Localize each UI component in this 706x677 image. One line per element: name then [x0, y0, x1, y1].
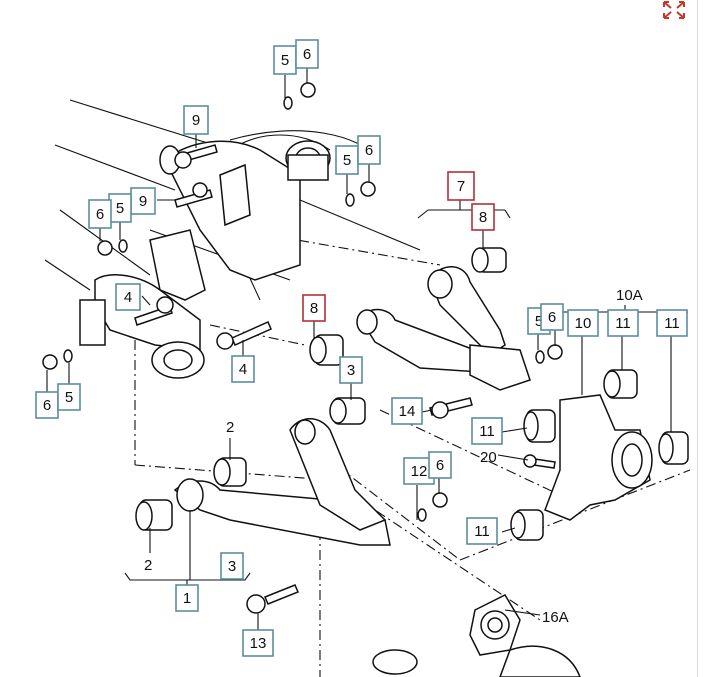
callout-number: 6 [303, 46, 311, 63]
callout-number: 6 [96, 206, 104, 223]
callout-number: 11 [479, 423, 495, 440]
panel-border [697, 0, 698, 677]
callout-box [183, 105, 209, 135]
callout-number: 9 [139, 193, 147, 210]
callout-box [391, 397, 423, 425]
callout-number: 10 [575, 315, 592, 332]
expand-arrows-icon [663, 1, 685, 19]
callout-number: 6 [548, 309, 556, 326]
bearing-flange [372, 594, 581, 677]
callout-5: 5 [57, 383, 81, 411]
callout-number: 8 [310, 300, 318, 317]
expand-button[interactable] [662, 0, 686, 20]
callout-number: 5 [281, 52, 289, 69]
callout-1: 1 [175, 584, 199, 612]
subframe [79, 140, 301, 351]
label-2-lower: 2 [144, 557, 152, 574]
label-20: 20 [480, 449, 497, 466]
callout-4: 4 [115, 283, 141, 311]
callout-number: 11 [615, 315, 631, 332]
label-2-upper: 2 [226, 419, 234, 436]
callout-number: 5 [65, 389, 73, 406]
callout-3: 3 [220, 552, 244, 580]
callout-7: 7 [447, 171, 475, 201]
callout-9: 9 [183, 105, 209, 135]
callout-number: 6 [365, 142, 373, 159]
callout-box [357, 135, 381, 165]
callout-number: 3 [228, 558, 236, 575]
callout-4: 4 [231, 355, 255, 383]
callout-number: 7 [457, 178, 465, 195]
lower-control-arm [135, 418, 391, 546]
callout-number: 4 [124, 289, 132, 306]
bushings [309, 334, 366, 425]
callout-11: 11 [656, 309, 688, 337]
callout-6: 6 [88, 199, 112, 229]
callout-10: 10 [567, 309, 599, 337]
callout-box [656, 309, 688, 337]
callout-box [540, 303, 564, 331]
callout-box [231, 355, 255, 383]
label-10a: 10A [616, 287, 643, 304]
callout-11: 11 [471, 417, 503, 445]
callout-box [175, 584, 199, 612]
bush-mounts [151, 140, 331, 379]
callout-number: 6 [436, 457, 444, 474]
wheel-bearing-housing [510, 369, 689, 541]
nuts-washers [42, 82, 563, 522]
callout-5: 5 [273, 45, 297, 75]
callout-6: 6 [35, 391, 59, 419]
callout-number: 6 [43, 397, 51, 414]
callout-box [115, 283, 141, 311]
callout-number: 5 [116, 200, 124, 217]
callout-9: 9 [130, 187, 156, 215]
callout-11: 11 [607, 309, 639, 337]
callout-6: 6 [357, 135, 381, 165]
callout-box [295, 39, 319, 69]
callout-number: 11 [474, 523, 490, 540]
bolts [134, 144, 556, 614]
callout-5: 5 [108, 193, 132, 223]
callout-8: 8 [302, 294, 326, 322]
callout-6: 6 [295, 39, 319, 69]
callout-number: 8 [479, 209, 487, 226]
callout-box [57, 383, 81, 411]
callout-13: 13 [242, 629, 274, 657]
callout-6: 6 [428, 451, 452, 479]
callout-6: 6 [540, 303, 564, 331]
callout-box [607, 309, 639, 337]
label-16a: 16A [542, 609, 569, 626]
callout-number: 12 [411, 463, 428, 480]
callout-box [242, 629, 274, 657]
callout-11: 11 [466, 517, 498, 545]
callout-box [567, 309, 599, 337]
upper-control-arm [356, 247, 531, 391]
callout-number: 9 [192, 112, 200, 129]
callout-box [428, 451, 452, 479]
callout-5: 5 [335, 145, 359, 175]
callout-box [88, 199, 112, 229]
callout-box [220, 552, 244, 580]
callout-number: 1 [183, 590, 191, 607]
callout-8: 8 [471, 203, 495, 231]
callout-box [302, 294, 326, 322]
callout-number: 5 [343, 152, 351, 169]
callout-number: 5 [535, 313, 543, 330]
callout-box [466, 517, 498, 545]
callout-number: 4 [239, 361, 247, 378]
callout-box [471, 203, 495, 231]
callout-number: 3 [347, 362, 355, 379]
callout-box [471, 417, 503, 445]
callout-box [339, 356, 363, 384]
callout-box [447, 171, 475, 201]
free-labels: 10A 2 2 20 16A [144, 287, 643, 626]
callout-number: 14 [399, 403, 416, 420]
callout-3: 3 [339, 356, 363, 384]
callout-number: 13 [250, 635, 267, 652]
callout-number: 11 [664, 315, 680, 332]
callout-14: 14 [391, 397, 423, 425]
